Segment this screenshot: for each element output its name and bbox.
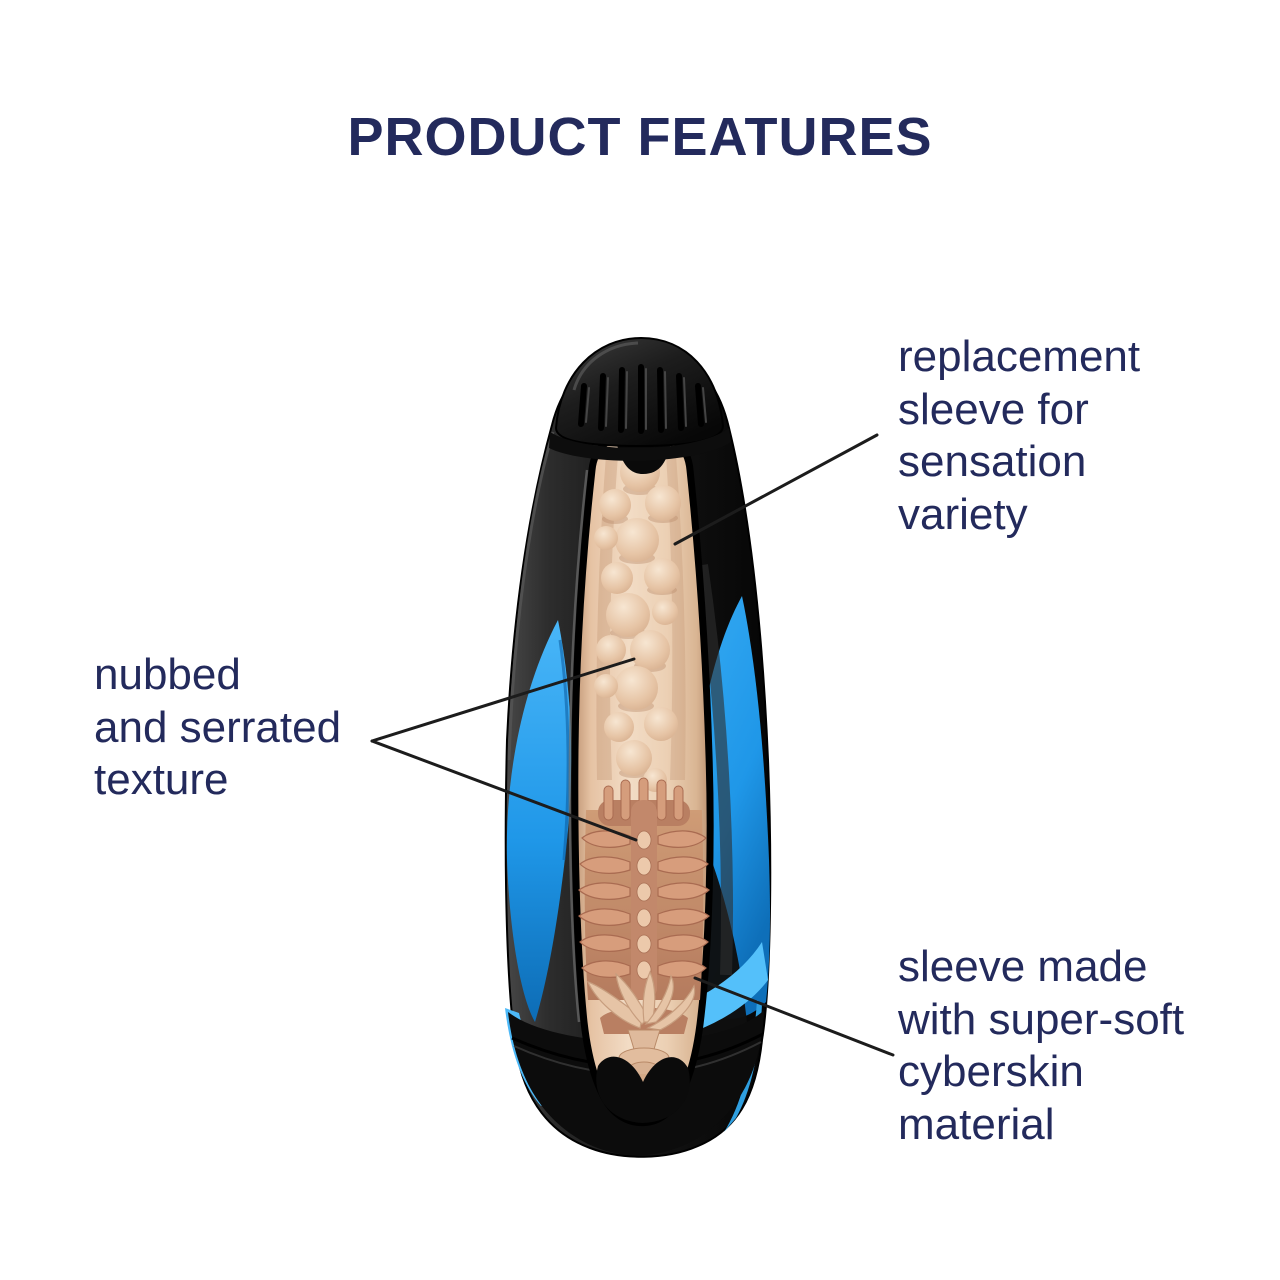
page-title: PRODUCT FEATURES	[347, 107, 933, 167]
sleeve-cavity	[596, 1056, 690, 1123]
left-shell-highlight	[507, 431, 555, 761]
nubbed-texture	[594, 452, 681, 792]
callout-line-texture-lower	[370, 739, 638, 842]
cap-grooves	[578, 364, 707, 434]
callout-line-replacement	[673, 433, 879, 546]
callout-lines	[370, 433, 895, 1057]
callout-nubbed-serrated-texture: nubbed and serrated texture	[94, 650, 342, 804]
device-cap	[549, 336, 731, 461]
sleeve-cut-edge-light	[568, 469, 589, 1023]
cutaway-sleeve	[568, 428, 714, 1127]
right-wing-sheen	[696, 564, 733, 976]
left-blue-accent	[506, 620, 572, 1022]
callout-line-texture-upper	[370, 657, 636, 743]
cap-highlight	[572, 341, 639, 391]
callout-replacement-sleeve: replacement sleeve for sensation variety	[898, 332, 1141, 539]
cap-rim	[549, 428, 731, 461]
sleeve-bottom-crown	[586, 970, 696, 1093]
callout-line-material	[693, 976, 895, 1057]
callout-cyberskin-material: sleeve made with super-soft cyberskin ma…	[898, 942, 1185, 1149]
left-blue-accent-edge	[558, 639, 570, 861]
serrated-texture	[578, 777, 710, 1000]
